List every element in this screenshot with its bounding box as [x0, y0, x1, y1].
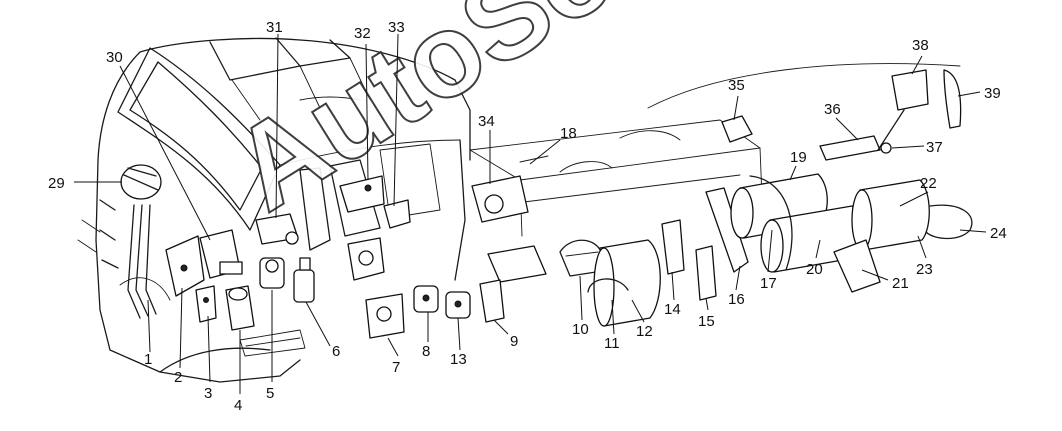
callout-35: 35 [728, 77, 745, 94]
part-6-valve [293, 257, 315, 303]
callout-2: 2 [174, 369, 182, 386]
callout-7: 7 [392, 359, 400, 376]
callout-12: 12 [636, 323, 653, 340]
callout-22: 22 [920, 175, 937, 192]
callout-30: 30 [106, 49, 123, 66]
callout-15: 15 [698, 313, 715, 330]
callout-18: 18 [560, 125, 577, 142]
part-35-mount [721, 115, 753, 143]
part-30-valve [199, 229, 243, 279]
callout-labels: 1 2 3 4 5 6 7 8 9 10 11 12 13 14 15 16 1… [48, 19, 1007, 414]
callout-4: 4 [234, 397, 242, 414]
watermark: AutoSoft [210, 0, 704, 237]
part-1-pipes [119, 204, 171, 319]
part-5-modulator [259, 257, 285, 289]
callout-23: 23 [916, 261, 933, 278]
callout-20: 20 [806, 261, 823, 278]
callout-3: 3 [204, 385, 212, 402]
part-8-valve [413, 285, 439, 313]
callout-21: 21 [892, 275, 909, 292]
part-21-bracket [833, 239, 881, 293]
callout-11: 11 [604, 335, 620, 352]
callout-38: 38 [912, 37, 929, 54]
callout-39: 39 [984, 85, 1001, 102]
callout-8: 8 [422, 343, 430, 360]
callout-32: 32 [354, 25, 371, 42]
part-38-mount [891, 69, 929, 111]
part-14-bracket [661, 219, 685, 275]
part-22-tank [851, 179, 930, 251]
part-31-relay [255, 213, 299, 245]
part-12-tank [593, 239, 661, 327]
part-17-strap [749, 175, 793, 271]
part-15-bracket [695, 245, 717, 301]
part-11-strap [587, 278, 629, 293]
watermark-text: AutoSoft [211, 0, 703, 236]
callout-16: 16 [728, 291, 745, 308]
part-13-valve [445, 291, 471, 319]
callout-6: 6 [332, 343, 340, 360]
part-2-bracket [165, 235, 205, 297]
part-29-cylinder [120, 164, 162, 200]
callout-29: 29 [48, 175, 65, 192]
callout-19: 19 [790, 149, 807, 166]
part-37-link [877, 109, 905, 154]
callout-10: 10 [572, 321, 589, 338]
callout-31: 31 [266, 19, 283, 36]
callout-33: 33 [388, 19, 405, 36]
part-4-housing [225, 285, 255, 331]
part-7-valve [365, 293, 405, 339]
callout-13: 13 [450, 351, 467, 368]
callout-36: 36 [824, 101, 841, 118]
part-16-bracket [705, 187, 749, 273]
callout-5: 5 [266, 385, 274, 402]
part-24-clamp [925, 204, 973, 240]
callout-37: 37 [926, 139, 943, 156]
part-18-frame [519, 155, 549, 163]
part-36-bracket [819, 135, 881, 161]
callout-1: 1 [144, 351, 152, 368]
part-33-bracket [383, 199, 411, 229]
part-3-valve [195, 285, 217, 323]
part-39-arm [943, 69, 962, 129]
truck-cab [77, 37, 471, 383]
leader-lines [74, 33, 987, 394]
part-34-reservoir-valve [471, 175, 529, 223]
part-valve-center [347, 237, 385, 281]
callout-17: 17 [760, 275, 777, 292]
callout-24: 24 [990, 225, 1007, 242]
callout-34: 34 [478, 113, 495, 130]
callout-9: 9 [510, 333, 518, 350]
callout-14: 14 [664, 301, 681, 318]
part-9-plate [479, 245, 547, 323]
